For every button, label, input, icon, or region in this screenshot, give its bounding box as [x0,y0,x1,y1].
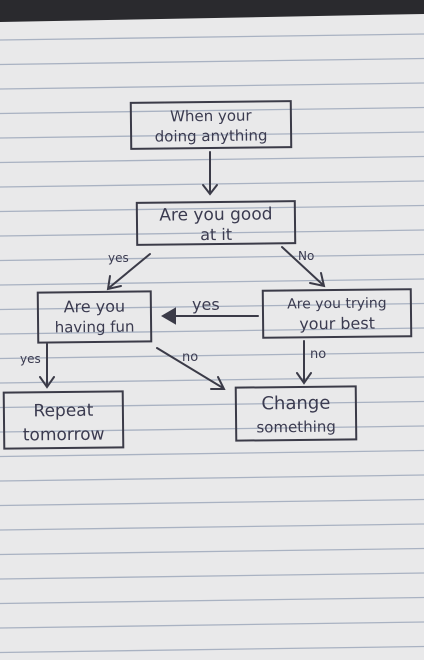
node-repeat: Repeat tomorrow [2,390,125,450]
node-change-line1: Change [261,392,331,415]
node-repeat-line1: Repeat [33,400,94,422]
arrowhead-good-to-trying [309,272,326,288]
rule-line [0,302,424,311]
rule-line [0,155,424,164]
rule-line [0,131,424,139]
rule-line [0,474,424,482]
ruled-lines [0,33,424,654]
rule-line [0,449,424,458]
node-start-line1: When your [170,106,252,126]
rule-line [0,278,424,286]
arrow-good-to-fun [109,253,151,288]
node-change-line2: something [256,417,336,437]
rule-line [0,57,424,66]
node-start: When your doing anything [129,100,293,150]
edge-label-good-no: No [298,249,315,263]
node-start-line2: doing anything [154,126,268,146]
node-fun-line1: Are you [63,296,126,317]
rule-line [0,547,424,556]
edge-label-good-yes: yes [108,251,129,265]
edge-label-fun-yes: yes [20,352,41,366]
node-fun: Are you having fun [36,290,153,344]
arrowhead-fun-to-repeat [39,376,55,389]
rule-line [0,621,424,629]
arrowhead-fun-to-change [210,376,226,390]
rule-line [0,82,424,90]
rule-line [0,572,424,580]
edge-label-trying-yes: yes [192,295,220,314]
node-good-line1: Are you good [159,204,273,226]
node-trying-line2: your best [299,313,376,334]
rule-line [0,229,424,237]
paper-sheet [0,14,424,660]
rule-line [0,253,424,262]
arrow-good-to-trying [281,246,323,285]
rule-line [0,645,424,654]
arrowhead-trying-to-fun [161,307,176,325]
rule-line [0,204,424,213]
rule-line [0,498,424,507]
connectors [39,151,326,390]
node-good-line2: at it [200,224,233,245]
edge-label-trying-no: no [310,347,327,362]
node-repeat-line2: tomorrow [22,424,105,446]
node-trying-line1: Are you trying [287,295,387,313]
rule-line [0,376,424,384]
rule-line [0,106,424,115]
node-trying: Are you trying your best [261,288,413,339]
arrow-fun-to-change [156,347,224,389]
rule-line [0,596,424,605]
rule-line [0,33,424,41]
rule-line [0,400,424,409]
rule-line [0,327,424,335]
arrowhead-good-to-fun [106,275,122,291]
rule-line [0,425,424,433]
edge-label-fun-no: no [182,350,199,365]
node-change: Change something [234,385,358,442]
arrowhead-trying-to-change [296,372,312,385]
node-good: Are you good at it [135,200,297,246]
rule-line [0,351,424,360]
arrowhead-start-to-good [202,184,218,196]
rule-line [0,523,424,531]
node-fun-line2: having fun [54,317,135,337]
rule-line [0,180,424,188]
